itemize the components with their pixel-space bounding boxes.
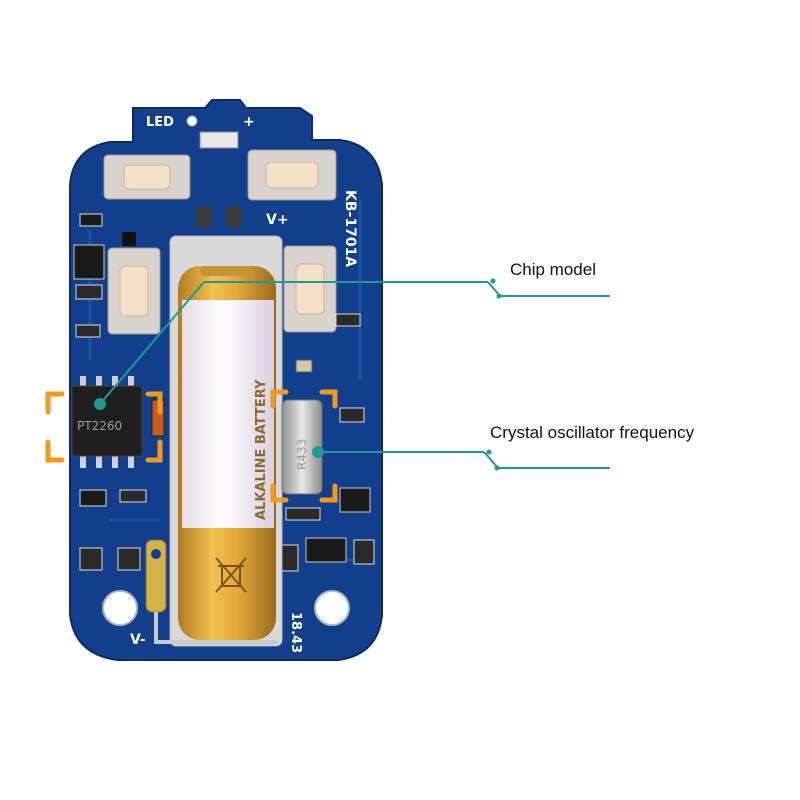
model-silkscreen: KB-1701A (342, 190, 358, 267)
chip-marking: PT2260 (77, 419, 122, 433)
vplus-silkscreen: V+ (266, 212, 289, 228)
ic-chip-icon: PT2260 (71, 376, 143, 468)
crystal-highlight (270, 389, 338, 503)
chip-highlight (45, 391, 163, 463)
smd-components (73, 206, 375, 572)
chip-model-label: Chip model (510, 260, 596, 279)
crystal-marking: R433 (295, 439, 309, 470)
led-silkscreen: LED (146, 115, 174, 130)
mounting-hole-right (314, 590, 350, 626)
tactile-switch-side-left (107, 247, 161, 335)
battery: ALKALINE BATTERY (178, 266, 276, 640)
crystal-callout-line (312, 446, 610, 471)
mounting-hole-left (102, 590, 138, 626)
chip-callout-line (94, 278, 610, 410)
tactile-switch-left (103, 154, 191, 200)
battery-text: ALKALINE BATTERY (254, 379, 269, 520)
crystal-oscillator-icon: R433 (281, 399, 323, 495)
led-component (199, 131, 239, 149)
battery-lug (145, 539, 278, 644)
vminus-silkscreen: V- (130, 632, 146, 648)
crossed-bin-icon (215, 557, 247, 593)
date-silkscreen: 18.43 (288, 612, 303, 653)
tactile-switch-right (247, 149, 337, 201)
tactile-switch-side-right (283, 245, 337, 333)
crystal-frequency-label: Crystal oscillator frequency (490, 423, 695, 442)
plus-silkscreen: + (243, 114, 255, 130)
